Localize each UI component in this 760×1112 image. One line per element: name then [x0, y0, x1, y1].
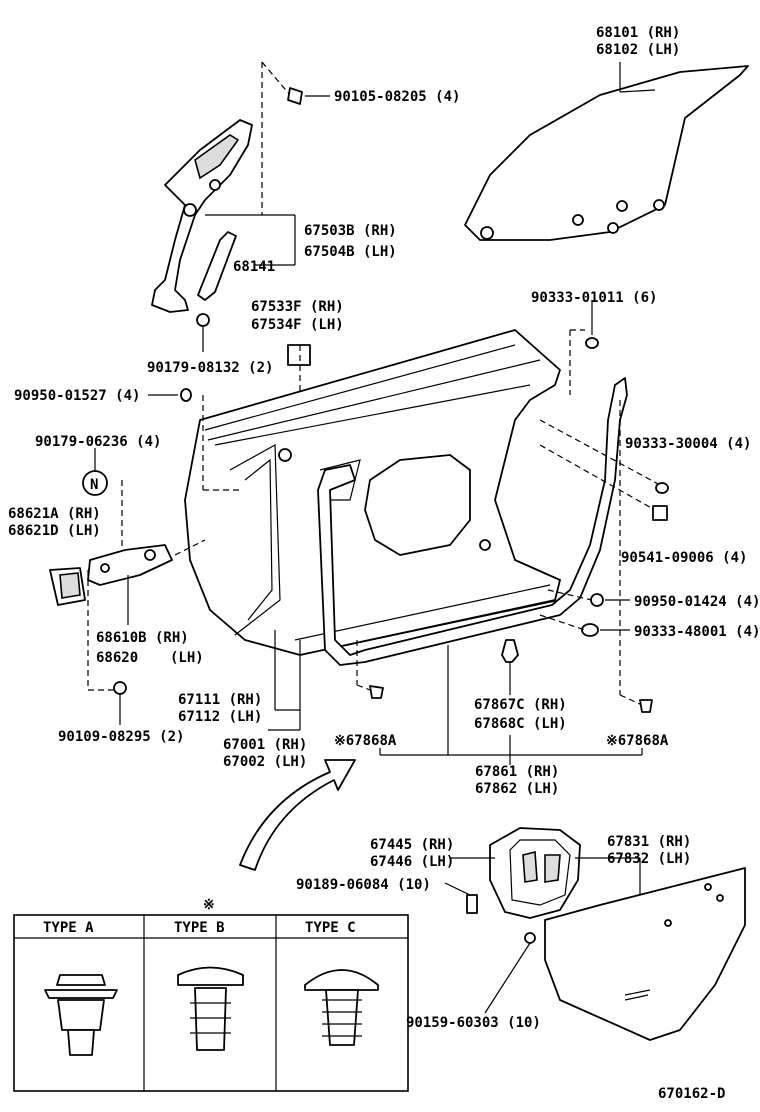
label-67111: 67111 (RH) — [178, 692, 262, 708]
label-90179-08132: 90179-08132 (2) — [147, 360, 273, 376]
label-90159: 90159-60303 (10) — [406, 1015, 541, 1031]
door-panel — [184, 329, 561, 656]
label-67533f: 67533F (RH) — [251, 299, 344, 315]
clip-90159 — [524, 932, 536, 944]
label-67861: 67861 (RH) — [475, 764, 559, 780]
clip-67868a-right — [639, 699, 653, 713]
grommet-90950-01424 — [590, 593, 604, 607]
label-67832: 67832 (LH) — [607, 851, 691, 867]
clip-90541 — [652, 505, 668, 521]
label-68621d: 68621D (LH) — [8, 523, 101, 539]
label-67503b: 67503B (RH) — [304, 223, 397, 239]
label-68620-lh: (LH) — [170, 650, 204, 666]
label-68101: 68101 (RH) — [596, 25, 680, 41]
label-90105: 90105-08205 (4) — [334, 89, 460, 105]
clip-type-table — [13, 914, 409, 1092]
label-67868a-left: ※67868A — [334, 733, 397, 749]
bolt-90109 — [113, 681, 127, 695]
label-90333-30004: 90333-30004 (4) — [625, 436, 751, 452]
type-a-header: TYPE A — [43, 920, 94, 936]
type-c-header: TYPE C — [305, 920, 356, 936]
n-marker-label: N — [90, 477, 98, 493]
label-67534f: 67534F (LH) — [251, 317, 344, 333]
label-67867c: 67867C (RH) — [474, 697, 567, 713]
label-68610b: 68610B (RH) — [96, 630, 189, 646]
label-67002: 67002 (LH) — [223, 754, 307, 770]
label-67445: 67445 (RH) — [370, 837, 454, 853]
label-90189: 90189-06084 (10) — [296, 877, 431, 893]
label-90179-06236: 90179-06236 (4) — [35, 434, 161, 450]
label-90950-01527: 90950-01527 (4) — [14, 388, 140, 404]
bolt-90105 — [287, 87, 303, 105]
window-frame-assembly — [151, 119, 253, 313]
grommet-90333-48001 — [581, 623, 599, 637]
grommet-90333-30004 — [655, 482, 669, 494]
clip-67867c — [501, 639, 519, 663]
clip-type-a-drawing — [44, 974, 118, 1056]
label-67862: 67862 (LH) — [475, 781, 559, 797]
label-67868c: 67868C (LH) — [474, 716, 567, 732]
door-hinge-68610b — [87, 544, 173, 586]
type-table-mark: ※ — [203, 897, 215, 913]
label-67504b: 67504B (LH) — [304, 244, 397, 260]
label-90333-48001: 90333-48001 (4) — [634, 624, 760, 640]
label-67001: 67001 (RH) — [223, 737, 307, 753]
label-67446: 67446 (LH) — [370, 854, 454, 870]
service-hole-cover-67445 — [489, 827, 581, 919]
door-trim-panel-67831 — [544, 867, 746, 1041]
label-68621a: 68621A (RH) — [8, 506, 101, 522]
door-glass — [464, 65, 749, 241]
label-68102: 68102 (LH) — [596, 42, 680, 58]
label-90333-01011: 90333-01011 (6) — [531, 290, 657, 306]
clip-type-b-drawing — [177, 966, 244, 1051]
door-weatherstrip — [317, 377, 628, 666]
label-68620: 68620 — [96, 650, 138, 666]
label-67868a-right: ※67868A — [606, 733, 669, 749]
hinge-cover-68621 — [49, 567, 86, 606]
label-67831: 67831 (RH) — [607, 834, 691, 850]
diagram-code: 670162-D — [658, 1086, 725, 1102]
label-67112: 67112 (LH) — [178, 709, 262, 725]
type-b-header: TYPE B — [174, 920, 225, 936]
label-90950-01424: 90950-01424 (4) — [634, 594, 760, 610]
label-68141: 68141 — [233, 259, 275, 275]
grommet-90333-01011 — [585, 337, 599, 349]
view-direction-arrow — [239, 759, 356, 871]
bolt-90189 — [466, 894, 478, 914]
label-90109: 90109-08295 (2) — [58, 729, 184, 745]
clip-67533f — [287, 344, 311, 366]
grommet-90950-01527 — [180, 388, 192, 402]
clip-67868a-left — [369, 685, 384, 699]
clip-type-c-drawing — [304, 969, 379, 1046]
label-90541: 90541-09006 (4) — [621, 550, 747, 566]
